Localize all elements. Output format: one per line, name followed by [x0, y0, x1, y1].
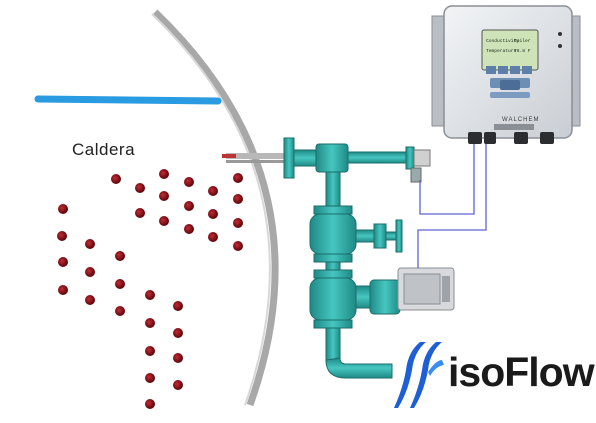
- maker-label: WALCHEM: [502, 117, 539, 123]
- boiler-water-droplets: [57, 169, 243, 409]
- water-level-line: [34, 95, 222, 105]
- screen-line-2: Temperature: [486, 48, 517, 54]
- controller-unit: [431, 5, 581, 144]
- sample-probe: [226, 153, 286, 159]
- vessel-wall: [152, 9, 279, 407]
- screen-value-1: Boiler: [514, 38, 531, 44]
- valve-actuator: [397, 267, 455, 311]
- screen-value-2: 78.8 F: [514, 48, 531, 54]
- sampling-piping: [283, 137, 431, 379]
- isoflow-logo-mark: [394, 342, 444, 408]
- caldera-label: Caldera: [72, 140, 136, 159]
- signal-wires: [417, 140, 487, 268]
- brand-wordmark: isoFlow: [448, 349, 595, 395]
- screen-line-1: Conductivity: [486, 38, 519, 44]
